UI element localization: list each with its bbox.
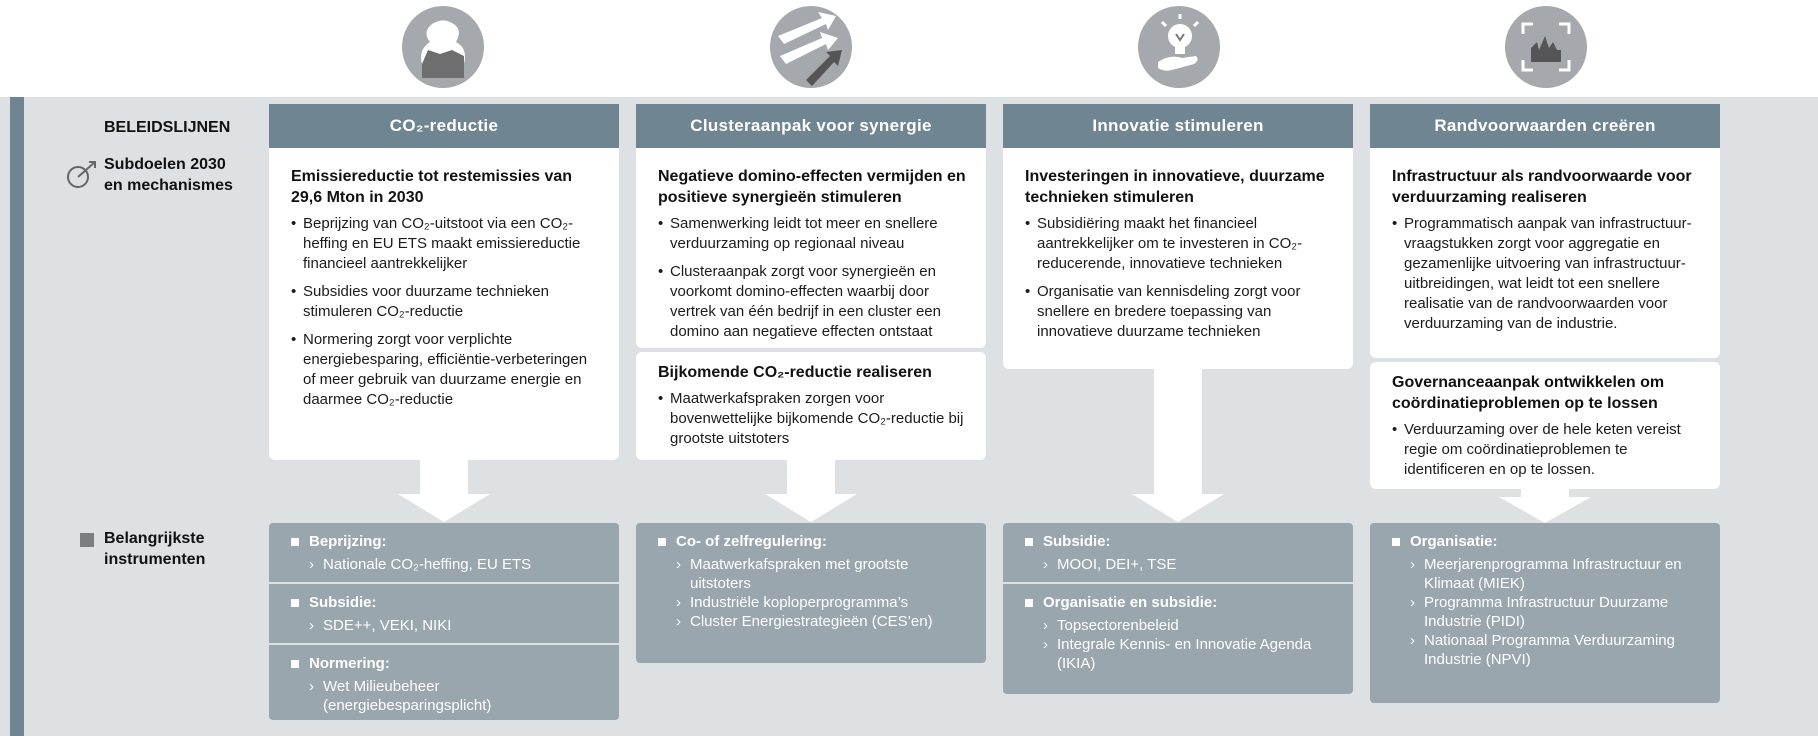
card-bullet: Programmatisch aanpak van infrastructuur… [1392,214,1700,334]
subgoal-card: Negatieve domino-effecten vermijden en p… [636,148,986,348]
instrument-title: Subsidie: [291,593,603,613]
card-bullet: Normering zorgt voor verplichte energieb… [291,330,599,410]
instrument-item: Programma Infrastructuur Duurzame Indust… [1392,593,1704,631]
instrument-group: Beprijzing: Nationale CO₂-heffing, EU ET… [269,523,619,584]
lightbulb-hand-icon [1138,6,1220,88]
card-title: Infrastructuur als randvoorwaarde voor v… [1392,168,1692,206]
card-bullet: Clusteraanpak zorgt voor synergieën en v… [658,262,966,342]
instrumenten-label-line2: instrumenten [104,551,206,568]
instrument-title: Organisatie en subsidie: [1025,593,1337,613]
instrument-title: Normering: [291,654,603,674]
instrument-item: SDE++, VEKI, NIKI [291,616,603,635]
card-bullet: Maatwerkafspraken zorgen voor bovenwette… [658,389,966,449]
card-title: Investeringen in innovatieve, duurzame t… [1025,168,1325,206]
instrument-group: Co- of zelfregulering: Maatwerkafspraken… [636,523,986,639]
card-title: Governanceaanpak ontwikkelen om coördina… [1392,374,1665,412]
instrument-group: Organisatie: Meerjarenprogramma Infrastr… [1370,523,1720,677]
instrument-group: Organisatie en subsidie: Topsectorenbele… [1003,584,1353,681]
target-pen-icon [65,156,99,195]
instrument-title: Beprijzing: [291,532,603,552]
instrument-item: Maatwerkafspraken met grootste uitstoter… [658,555,970,593]
instrument-item: Nationaal Programma Verduurzaming Indust… [1392,631,1704,669]
instrumenten-label-line1: Belangrijkste [104,530,205,547]
down-arrow [1499,487,1591,523]
instrument-group: Subsidie: SDE++, VEKI, NIKI [269,584,619,645]
instrument-item: Meerjarenprogramma Infrastructuur en Kli… [1392,555,1704,593]
co2-factory-icon [402,6,484,88]
subgoal-card: Infrastructuur als randvoorwaarde voor v… [1370,148,1720,358]
card-bullet: Samenwerking leidt tot meer en snellere … [658,214,966,254]
down-arrow [398,458,490,522]
down-arrow [1132,367,1224,522]
instrument-box: Organisatie: Meerjarenprogramma Infrastr… [1370,523,1720,703]
instrument-item: Integrale Kennis- en Innovatie Agenda (I… [1025,635,1337,673]
subgoal-card: Emissiereductie tot restemissies van 29,… [269,148,619,460]
beleidslijnen-label: BELEIDSLIJNEN [104,119,231,136]
instrument-item: Wet Milieubeheer (energiebesparingsplich… [291,677,603,715]
instrument-item: MOOI, DEI+, TSE [1025,555,1337,574]
left-accent-bar [10,97,24,736]
card-bullet: Subsidiëring maakt het financieel aantre… [1025,214,1333,274]
card-title: Emissiereductie tot restemissies van 29,… [291,168,573,206]
card-bullet: Verduurzaming over de hele keten vereist… [1392,420,1700,480]
card-title: Negatieve domino-effecten vermijden en p… [658,168,966,206]
instrument-title: Co- of zelfregulering: [658,532,970,552]
column-header-innovatie: Innovatie stimuleren [1003,104,1353,148]
subgoal-card: Bijkomende CO₂-reductie realiseren Maatw… [636,352,986,460]
instrument-item: Cluster Energiestrategieën (CES’en) [658,612,970,631]
instrument-box: Beprijzing: Nationale CO₂-heffing, EU ET… [269,523,619,720]
instrument-box: Subsidie: MOOI, DEI+, TSE Organisatie en… [1003,523,1353,694]
instrument-item: Nationale CO₂-heffing, EU ETS [291,555,603,574]
cluster-arrows-icon [770,6,852,88]
card-bullet: Organisatie van kennisdeling zorgt voor … [1025,282,1333,342]
column-header-randvoorwaarden: Randvoorwaarden creëren [1370,104,1720,148]
card-title: Bijkomende CO₂-reductie realiseren [658,364,932,381]
instrument-group: Normering: Wet Milieubeheer (energiebesp… [269,645,619,720]
card-bullet: Subsidies voor duurzame technieken stimu… [291,282,599,322]
down-arrow [765,458,857,522]
subdoelen-label-line1: Subdoelen 2030 [104,156,226,173]
card-bullet: Beprijzing van CO₂-uitstoot via een CO₂-… [291,214,599,274]
framed-factory-icon [1505,6,1587,88]
instrument-box: Co- of zelfregulering: Maatwerkafspraken… [636,523,986,663]
column-header-co2: CO₂-reductie [269,104,619,148]
instrument-title: Subsidie: [1025,532,1337,552]
instrument-item: Industriële koploperprogramma’s [658,593,970,612]
instrument-item: Topsectorenbeleid [1025,616,1337,635]
subgoal-card: Governanceaanpak ontwikkelen om coördina… [1370,362,1720,489]
instrument-title: Organisatie: [1392,532,1704,552]
subgoal-card: Investeringen in innovatieve, duurzame t… [1003,148,1353,369]
instrument-legend-square [80,533,94,547]
column-header-cluster: Clusteraanpak voor synergie [636,104,986,148]
subdoelen-label-line2: en mechanismes [104,177,233,194]
instrument-group: Subsidie: MOOI, DEI+, TSE [1003,523,1353,584]
